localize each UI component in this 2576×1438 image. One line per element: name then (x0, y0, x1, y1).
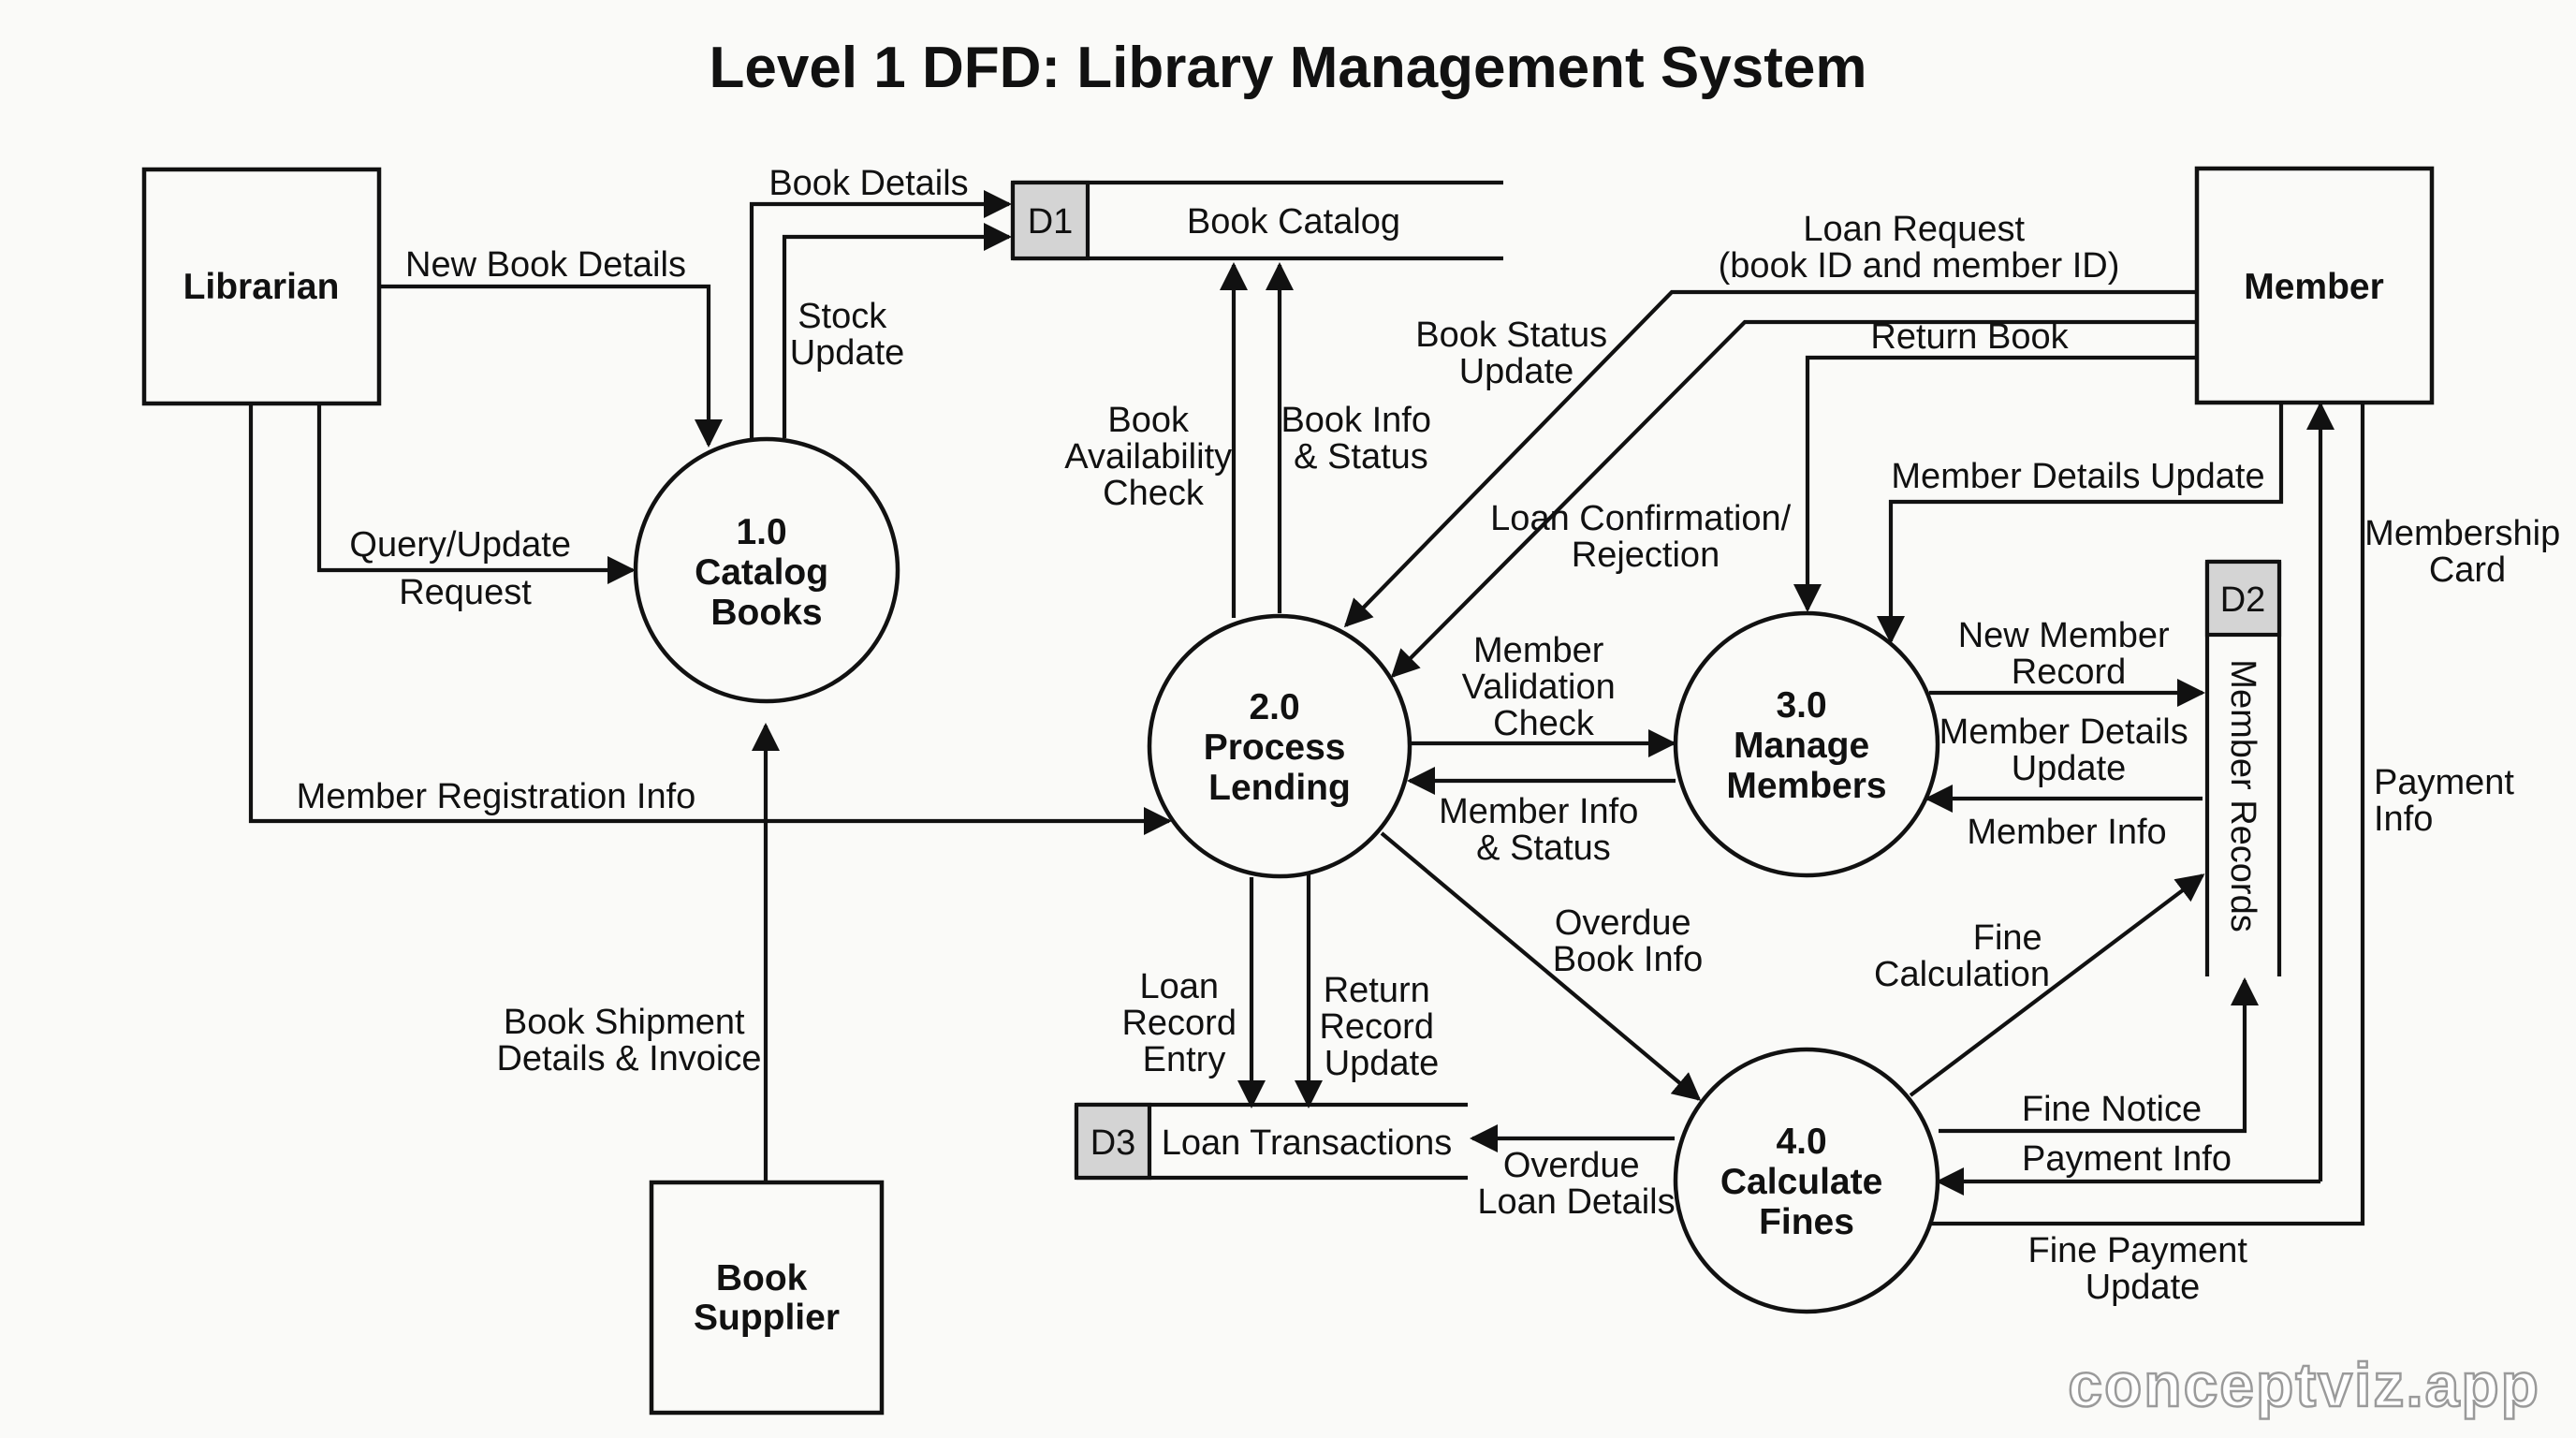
store-d2-id: D2 (2220, 580, 2266, 620)
flow-stock-update-arrow (782, 223, 1012, 438)
flow-book-details-arrow (749, 190, 1012, 448)
store-d3-name: Loan Transactions (1162, 1123, 1453, 1163)
watermark-logo: conceptviz.app (2068, 1350, 2540, 1419)
flow-overdue-book-info-arrow (1380, 831, 1702, 1101)
entity-librarian-label: Librarian (183, 267, 340, 307)
flow-query-update-arrow (316, 403, 636, 584)
process-2-process-lending: 2.0 Process Lending (1147, 613, 1412, 879)
store-d1-name: Book Catalog (1187, 202, 1400, 242)
process-4-label: 4.0 Calculate Fines (1720, 1122, 1893, 1242)
process-1-label: 1.0 Catalog Books (695, 512, 839, 633)
store-d2: D2 Member Records (2204, 559, 2282, 976)
label-payment-info-right: Payment Info (2374, 763, 2525, 839)
flow-fine-calculation-arrow (1909, 873, 2205, 1097)
label-fine-notice: Fine Notice (2022, 1090, 2202, 1129)
flow-fine-notice-arrow (1939, 977, 2259, 1134)
flow-member-details-update-arrow (1877, 403, 2284, 644)
label-new-book-details: New Book Details (405, 245, 686, 285)
label-member-details-update-top: Member Details Update (1891, 457, 2264, 496)
process-3-label: 3.0 Manage Members (1726, 685, 1886, 806)
label-fine-payment-update: Fine Payment Update (2027, 1231, 2257, 1307)
store-d2-name: Member Records (2223, 659, 2262, 932)
label-return-record-update: Return Record Update (1319, 971, 1443, 1083)
diagram-title: Level 1 DFD: Library Management System (710, 36, 1867, 100)
label-fine-calculation: Fine Calculation (1874, 918, 2052, 994)
label-book-availability-check: Book Availability Check (1064, 401, 1241, 513)
label-overdue-loan-details: Overdue Loan Details (1477, 1146, 1675, 1222)
entity-member: Member (2194, 166, 2435, 405)
label-payment-info: Payment Info (2022, 1139, 2232, 1179)
entity-member-label: Member (2244, 267, 2384, 307)
store-d3-id: D3 (1090, 1123, 1136, 1163)
store-d1-id: D1 (1028, 202, 1074, 242)
entity-book-supplier: Book Supplier (649, 1180, 885, 1416)
flow-member-registration-arrow (248, 403, 1172, 835)
label-stock-update: Stock Update (790, 297, 905, 373)
flow-return-book-arrow (1793, 355, 2197, 612)
flow-labels: Book Details New Book Details Stock Upda… (297, 164, 2570, 1307)
store-d3: D3 Loan Transactions (1074, 1102, 1468, 1181)
label-member-validation-check: Member Validation Check (1462, 631, 1626, 743)
label-book-shipment: Book Shipment Details & Invoice (496, 1003, 761, 1078)
label-member-info-status: Member Info & Status (1439, 792, 1648, 868)
process-4-calculate-fines: 4.0 Calculate Fines (1673, 1047, 1940, 1314)
label-loan-confirmation: Loan Confirmation/ Rejection (1490, 499, 1801, 575)
label-loan-request: Loan Request (book ID and member ID) (1719, 210, 2120, 286)
process-3-manage-members: 3.0 Manage Members (1673, 610, 1940, 878)
flow-loan-request-arrow (1343, 289, 2197, 628)
flow-lines (248, 190, 2365, 1226)
label-query-update: Query/Update Request (349, 525, 580, 612)
entity-librarian: Librarian (141, 167, 382, 406)
label-overdue-book-info: Overdue Book Info (1553, 903, 1704, 979)
label-member-registration-info: Member Registration Info (297, 777, 696, 816)
label-member-info: Member Info (1967, 813, 2166, 852)
label-book-details: Book Details (768, 164, 968, 203)
flow-new-book-details-arrow (380, 284, 723, 448)
entity-book-supplier-label: Book Supplier (694, 1258, 840, 1338)
label-loan-record-entry: Loan Record Entry (1121, 967, 1246, 1079)
process-1-catalog-books: 1.0 Catalog Books (633, 436, 900, 704)
label-membership-card: Membership Card (2364, 514, 2570, 590)
label-new-member-record: New Member Record (1958, 616, 2180, 692)
label-book-info-status: Book Info & Status (1281, 401, 1441, 477)
store-d1: D1 Book Catalog (1010, 180, 1503, 261)
flow-loan-confirmation-arrow (1390, 319, 2197, 679)
label-return-book: Return Book (1870, 317, 2069, 357)
process-2-label: 2.0 Process Lending (1204, 687, 1356, 808)
label-book-status-update: Book Status Update (1415, 315, 1617, 391)
flow-membership-card-line (1921, 403, 2365, 1226)
label-member-details-update-d2: Member Details Update (1939, 712, 2199, 788)
